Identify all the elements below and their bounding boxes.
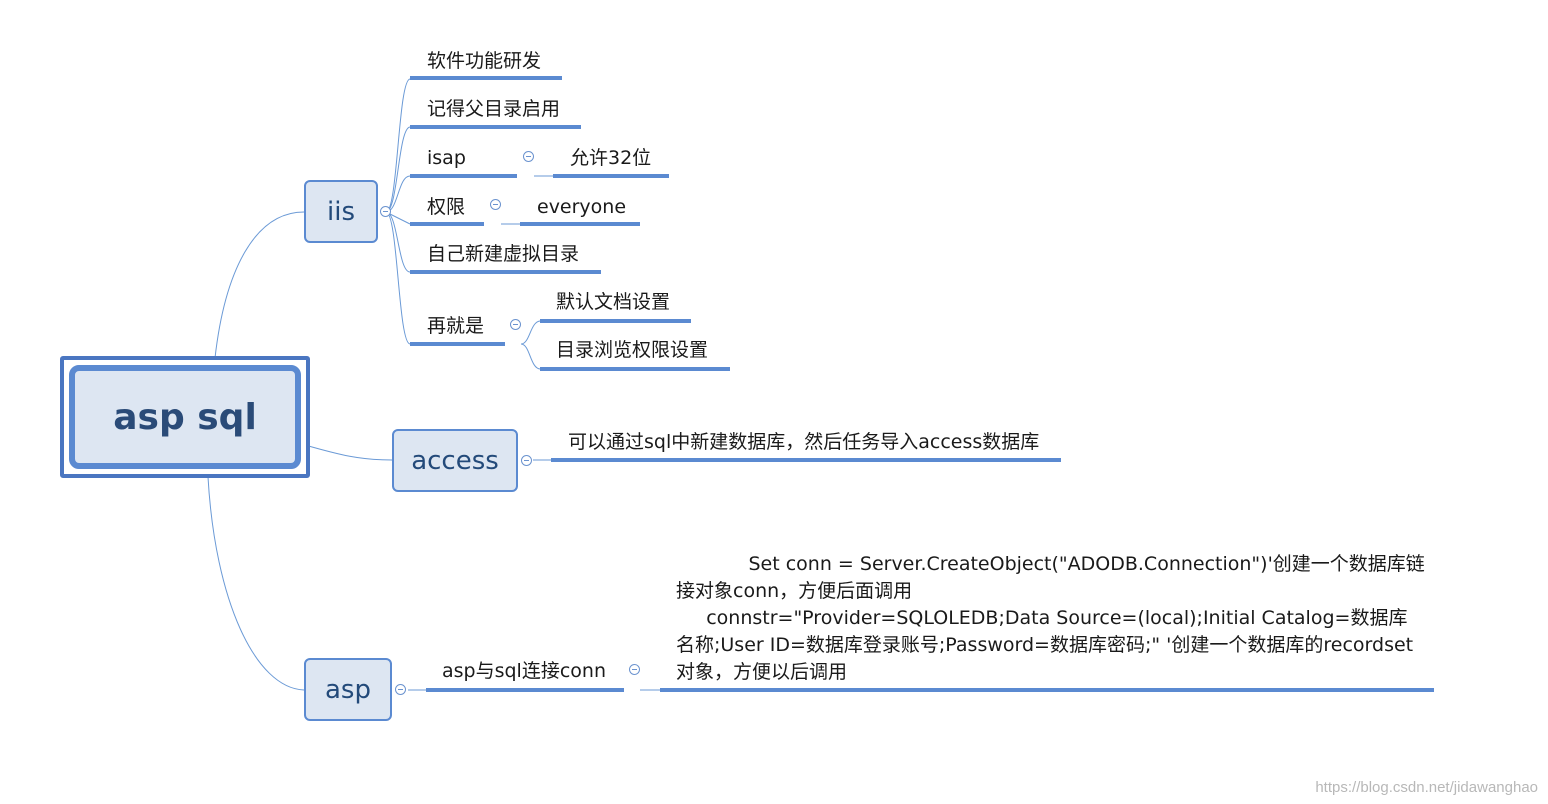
leaf-underline <box>410 125 581 129</box>
collapse-then-icon[interactable] <box>510 319 521 330</box>
leaf-underline <box>410 342 505 346</box>
collapse-conn-icon[interactable] <box>629 664 640 675</box>
connector-central-asp <box>207 476 305 691</box>
collapse-isap-icon[interactable] <box>523 151 534 162</box>
leaf-underline <box>540 367 730 371</box>
leaf-underline <box>410 270 601 274</box>
conn-code-text: Set conn = Server.CreateObject("ADODB.Co… <box>676 553 1425 683</box>
leaf-asp-sql-conn[interactable]: asp与sql连接conn <box>442 660 606 682</box>
leaf-allow-32bit[interactable]: 允许32位 <box>570 147 652 169</box>
branch-node-asp-label: asp <box>325 674 371 705</box>
connector-central-iis <box>214 211 305 359</box>
leaf-underline <box>410 222 484 226</box>
leaf-underline <box>551 458 1061 462</box>
leaf-underline <box>520 222 640 226</box>
connector-zaijiushi-children <box>520 320 541 370</box>
leaf-dir-browse[interactable]: 目录浏览权限设置 <box>556 339 709 361</box>
leaf-default-doc[interactable]: 默认文档设置 <box>556 291 671 313</box>
leaf-underline <box>660 688 1434 692</box>
leaf-underline <box>410 174 517 178</box>
central-node[interactable]: asp sql <box>69 365 301 469</box>
leaf-then[interactable]: 再就是 <box>427 315 485 337</box>
leaf-isap[interactable]: isap <box>427 147 466 169</box>
collapse-permission-icon[interactable] <box>490 199 501 210</box>
connector-central-access <box>304 444 393 461</box>
collapse-asp-icon[interactable] <box>395 684 406 695</box>
watermark: https://blog.csdn.net/jidawanghao <box>1315 779 1538 796</box>
leaf-underline <box>426 688 624 692</box>
connector-iis-children <box>385 78 411 345</box>
leaf-permission[interactable]: 权限 <box>427 196 466 218</box>
branch-node-asp[interactable]: asp <box>304 658 392 721</box>
branch-node-iis-label: iis <box>327 196 355 227</box>
collapse-iis-icon[interactable] <box>380 206 391 217</box>
leaf-everyone[interactable]: everyone <box>537 196 627 218</box>
leaf-parent-dir[interactable]: 记得父目录启用 <box>427 98 561 120</box>
leaf-underline <box>540 319 691 323</box>
leaf-underline <box>553 174 669 178</box>
leaf-new-virtual-dir[interactable]: 自己新建虚拟目录 <box>427 243 580 265</box>
collapse-access-icon[interactable] <box>521 455 532 466</box>
central-node-label: asp sql <box>113 396 257 438</box>
leaf-underline <box>410 76 562 80</box>
leaf-software-dev[interactable]: 软件功能研发 <box>427 50 542 72</box>
leaf-access-import[interactable]: 可以通过sql中新建数据库，然后任务导入access数据库 <box>568 431 1040 453</box>
conn-code-detail[interactable]: Set conn = Server.CreateObject("ADODB.Co… <box>676 551 1426 686</box>
branch-node-iis[interactable]: iis <box>304 180 378 243</box>
branch-node-access-label: access <box>411 445 499 476</box>
branch-node-access[interactable]: access <box>392 429 518 492</box>
